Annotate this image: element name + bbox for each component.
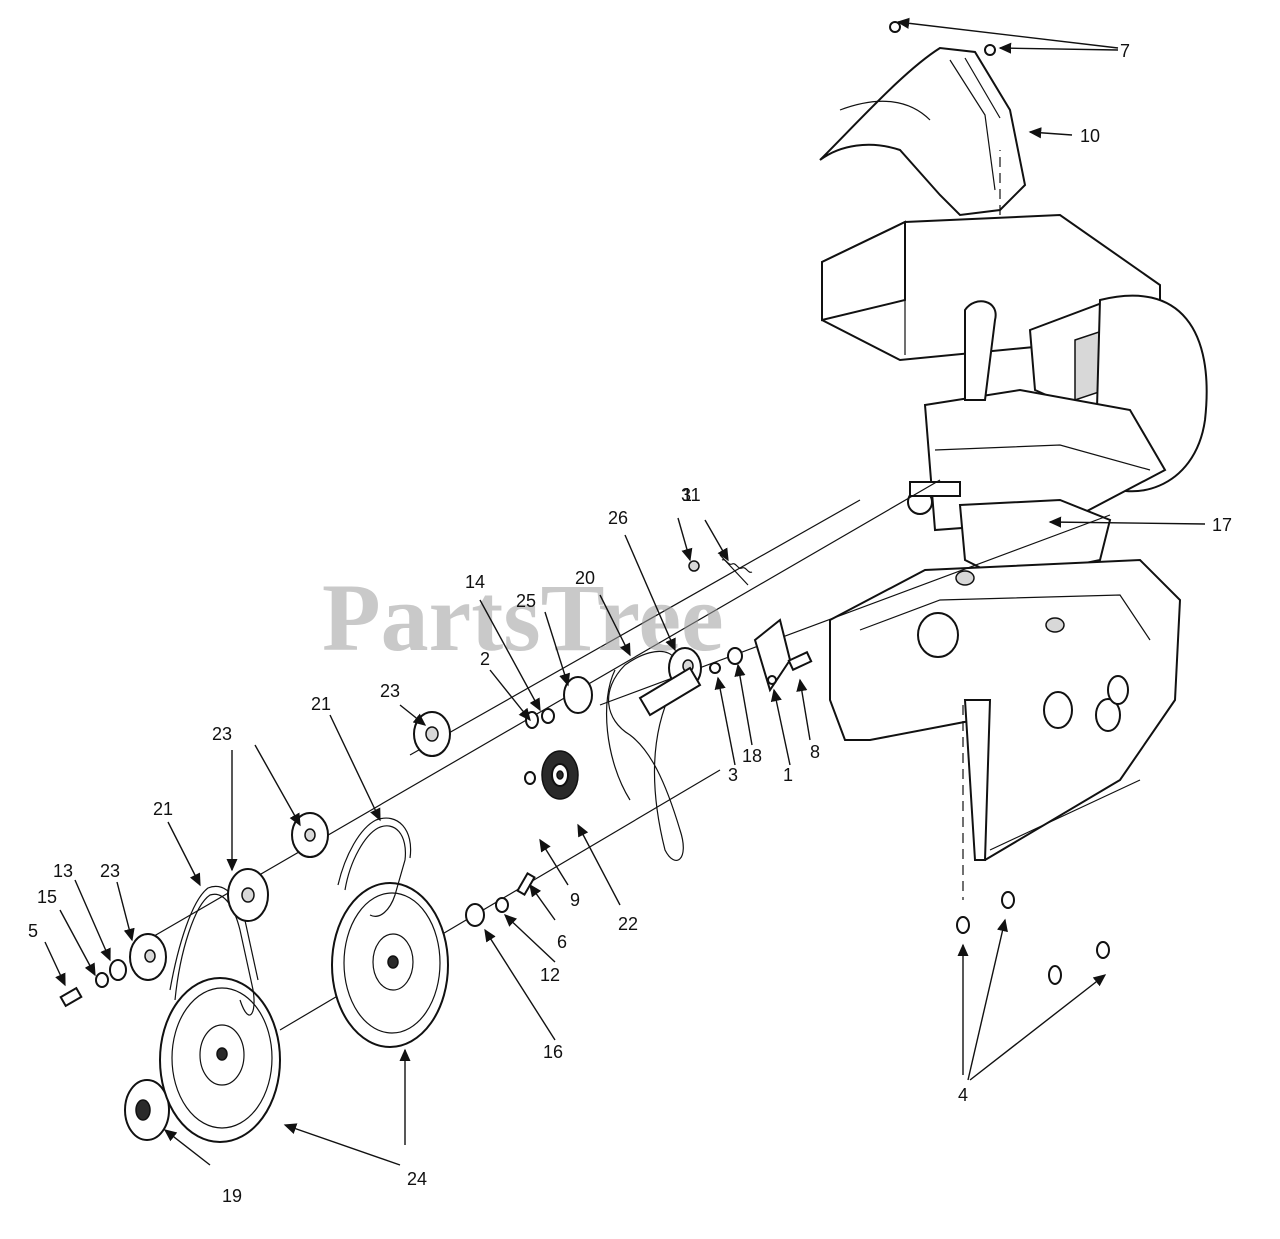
callout-20: 20 (575, 568, 595, 588)
callout-22: 22 (618, 914, 638, 934)
callout-9: 9 (570, 890, 580, 910)
small-pulley-19 (124, 1079, 170, 1141)
callout-12: 12 (540, 965, 560, 985)
pulley-24-left (159, 977, 281, 1143)
callout-21-b: 21 (153, 799, 173, 819)
pulley-24-right (331, 882, 449, 1048)
callout-23-b: 23 (212, 724, 232, 744)
engine-assembly (821, 213, 1208, 582)
callout-25: 25 (516, 591, 536, 611)
callout-23-c: 23 (100, 861, 120, 881)
callout-13: 13 (53, 861, 73, 881)
frame-housing (829, 558, 1182, 862)
callout-5: 5 (28, 921, 38, 941)
callout-4: 4 (958, 1085, 968, 1105)
callout-23-a: 23 (380, 681, 400, 701)
callout-8: 8 (810, 742, 820, 762)
callout-7: 7 (1120, 41, 1130, 61)
callout-17: 17 (1212, 515, 1232, 535)
callout-1: 1 (783, 765, 793, 785)
callout-2: 2 (480, 649, 490, 669)
callout-11-visible: 11 (682, 485, 701, 505)
callout-16: 16 (543, 1042, 563, 1062)
callout-labels: 7 10 17 3 11 11 26 20 25 14 2 23 21 23 2… (28, 41, 1232, 1206)
idler-pulley-22 (541, 750, 579, 800)
callout-10: 10 (1080, 126, 1100, 146)
callout-21-a: 21 (311, 694, 331, 714)
callout-3-bottom: 3 (728, 765, 738, 785)
callout-24: 24 (407, 1169, 427, 1189)
callout-18: 18 (742, 746, 762, 766)
hardware-parts (59, 21, 1110, 1008)
callout-19: 19 (222, 1186, 242, 1206)
callout-14: 14 (465, 572, 485, 592)
callout-26: 26 (608, 508, 628, 528)
callout-15: 15 (37, 887, 57, 907)
watermark-text: PartsTree (322, 564, 724, 671)
callout-3-top: 3 (681, 485, 691, 505)
belt-cover-part (819, 46, 1027, 217)
callout-6: 6 (557, 932, 567, 952)
leader-lines (44, 17, 1206, 1166)
